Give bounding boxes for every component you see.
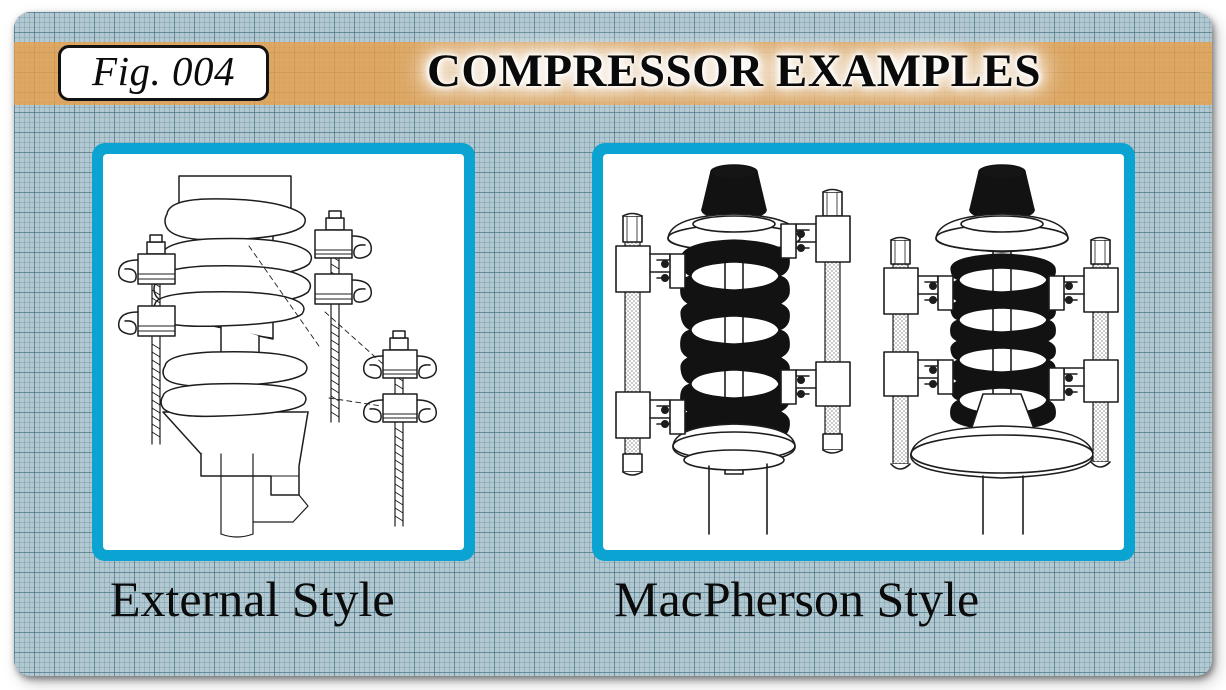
figure-number-label: Fig. 004 [92, 47, 235, 94]
figure-title-container: COMPRESSOR EXAMPLES [284, 42, 1184, 105]
header-band: Fig. 004 COMPRESSOR EXAMPLES [14, 42, 1212, 105]
caption-external-style: External Style [110, 571, 395, 627]
figure-number-badge: Fig. 004 [58, 45, 269, 101]
panel-external-style-inner [103, 154, 464, 550]
panel-external-style [92, 143, 475, 561]
macpherson-strut-compressor-illustration [615, 164, 1119, 535]
panel-macpherson-style-inner [603, 154, 1124, 550]
grid-paper-card: Fig. 004 COMPRESSOR EXAMPLES [14, 12, 1212, 676]
caption-macpherson-style: MacPherson Style [614, 571, 980, 627]
figure-title: COMPRESSOR EXAMPLES [426, 45, 1042, 97]
external-spring-compressor-illustration [117, 175, 438, 538]
panel-macpherson-style [592, 143, 1135, 561]
